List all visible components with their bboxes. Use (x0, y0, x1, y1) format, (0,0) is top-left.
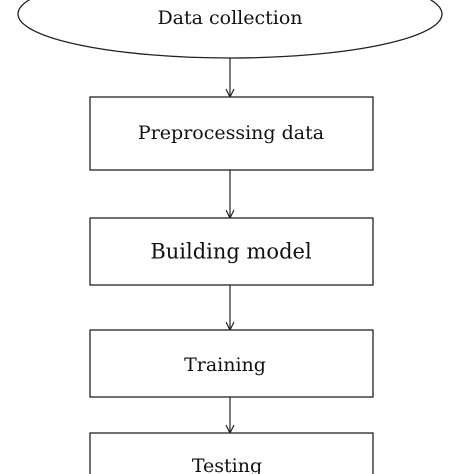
node-training: Training (89, 329, 374, 398)
node-preprocessing-data: Preprocessing data (89, 96, 374, 171)
node-label: Testing (192, 455, 262, 474)
node-data-collection: Data collection (17, 0, 443, 59)
node-testing: Testing (89, 432, 374, 474)
node-label: Preprocessing data (138, 122, 324, 144)
node-building-model: Building model (89, 217, 374, 286)
node-label: Training (184, 354, 266, 376)
node-label: Building model (150, 240, 312, 264)
node-label: Data collection (157, 7, 302, 29)
